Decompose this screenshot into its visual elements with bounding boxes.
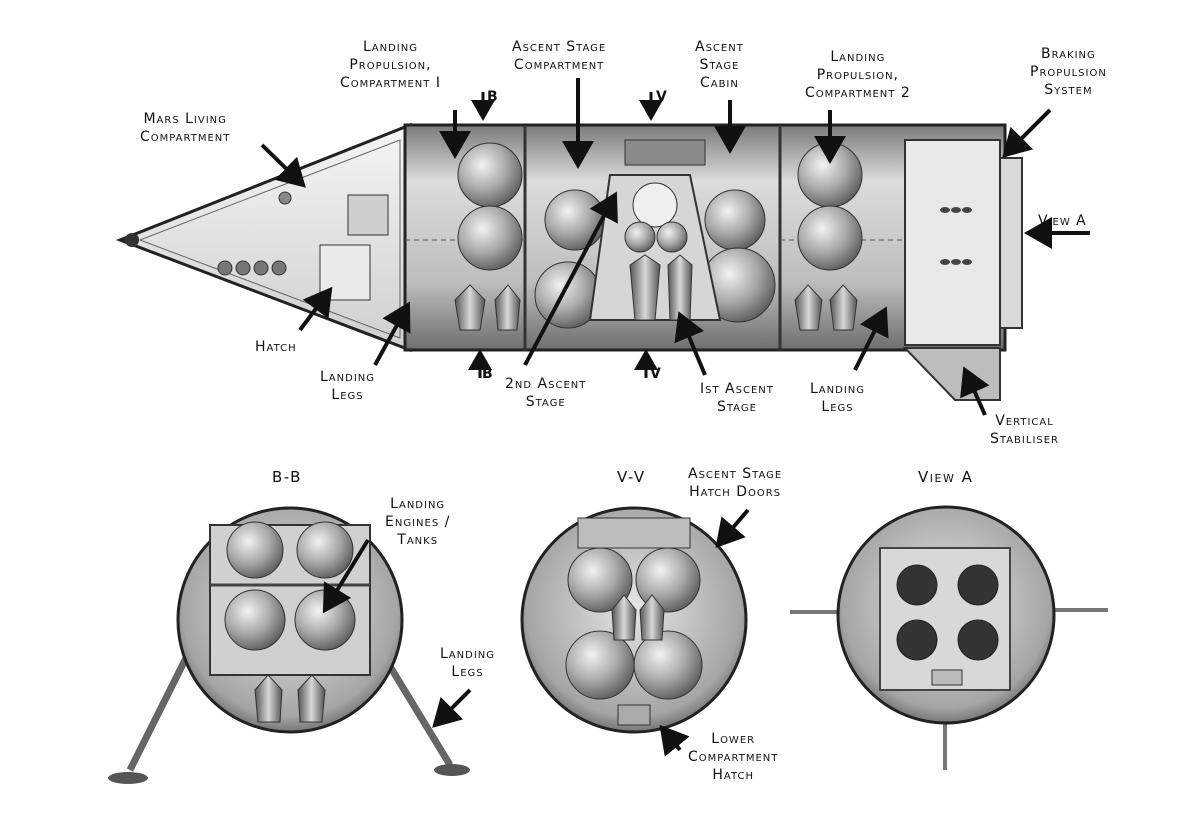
label-view-a-arrow: View A: [1038, 213, 1087, 229]
label-ascent-stage-compartment: Ascent Stage Compartment: [512, 39, 607, 73]
leader-arrows: [260, 78, 1090, 757]
section-bb: [108, 506, 470, 784]
title-view-a: View A: [918, 468, 974, 486]
section-arrows: [468, 92, 663, 378]
label-mars-living-compartment: Mars Living Compartment: [140, 111, 231, 145]
section-marker-v-bottom: V: [650, 366, 662, 382]
stabiliser-fin: [902, 347, 1001, 401]
label-second-ascent-stage: 2nd Ascent Stage: [505, 376, 587, 410]
side-view: [115, 122, 1023, 401]
view-a-drawing: [790, 505, 1108, 770]
label-bb-landing-legs: Landing Legs: [440, 646, 495, 680]
nose-cone: [115, 122, 412, 353]
label-lower-compartment-hatch: Lower Compartment Hatch: [688, 731, 779, 783]
label-landing-propulsion-1: Landing Propulsion, Compartment I: [340, 39, 441, 91]
label-landing-propulsion-2: Landing Propulsion, Compartment 2: [805, 49, 911, 101]
label-landing-legs-left: Landing Legs: [320, 369, 375, 403]
section-marker-b-top: B: [487, 89, 499, 105]
label-vertical-stabiliser: Vertical Stabiliser: [990, 413, 1060, 447]
section-vv: [520, 506, 748, 734]
braking-block: [904, 139, 1001, 346]
label-hatch: Hatch: [255, 339, 297, 355]
label-braking-propulsion: Braking Propulsion System: [1030, 46, 1107, 98]
label-landing-engines-tanks: Landing Engines / Tanks: [385, 496, 451, 548]
title-bb: B-B: [272, 468, 302, 486]
label-first-ascent-stage: Ist Ascent Stage: [700, 381, 774, 415]
label-ascent-stage-cabin: Ascent Stage Cabin: [695, 39, 744, 91]
label-hatch-doors: Ascent Stage Hatch Doors: [688, 466, 783, 500]
title-vv: V-V: [617, 468, 646, 486]
label-landing-legs-right: Landing Legs: [810, 381, 865, 415]
section-marker-b-bottom: B: [482, 366, 494, 382]
section-marker-v-top: V: [656, 89, 668, 105]
